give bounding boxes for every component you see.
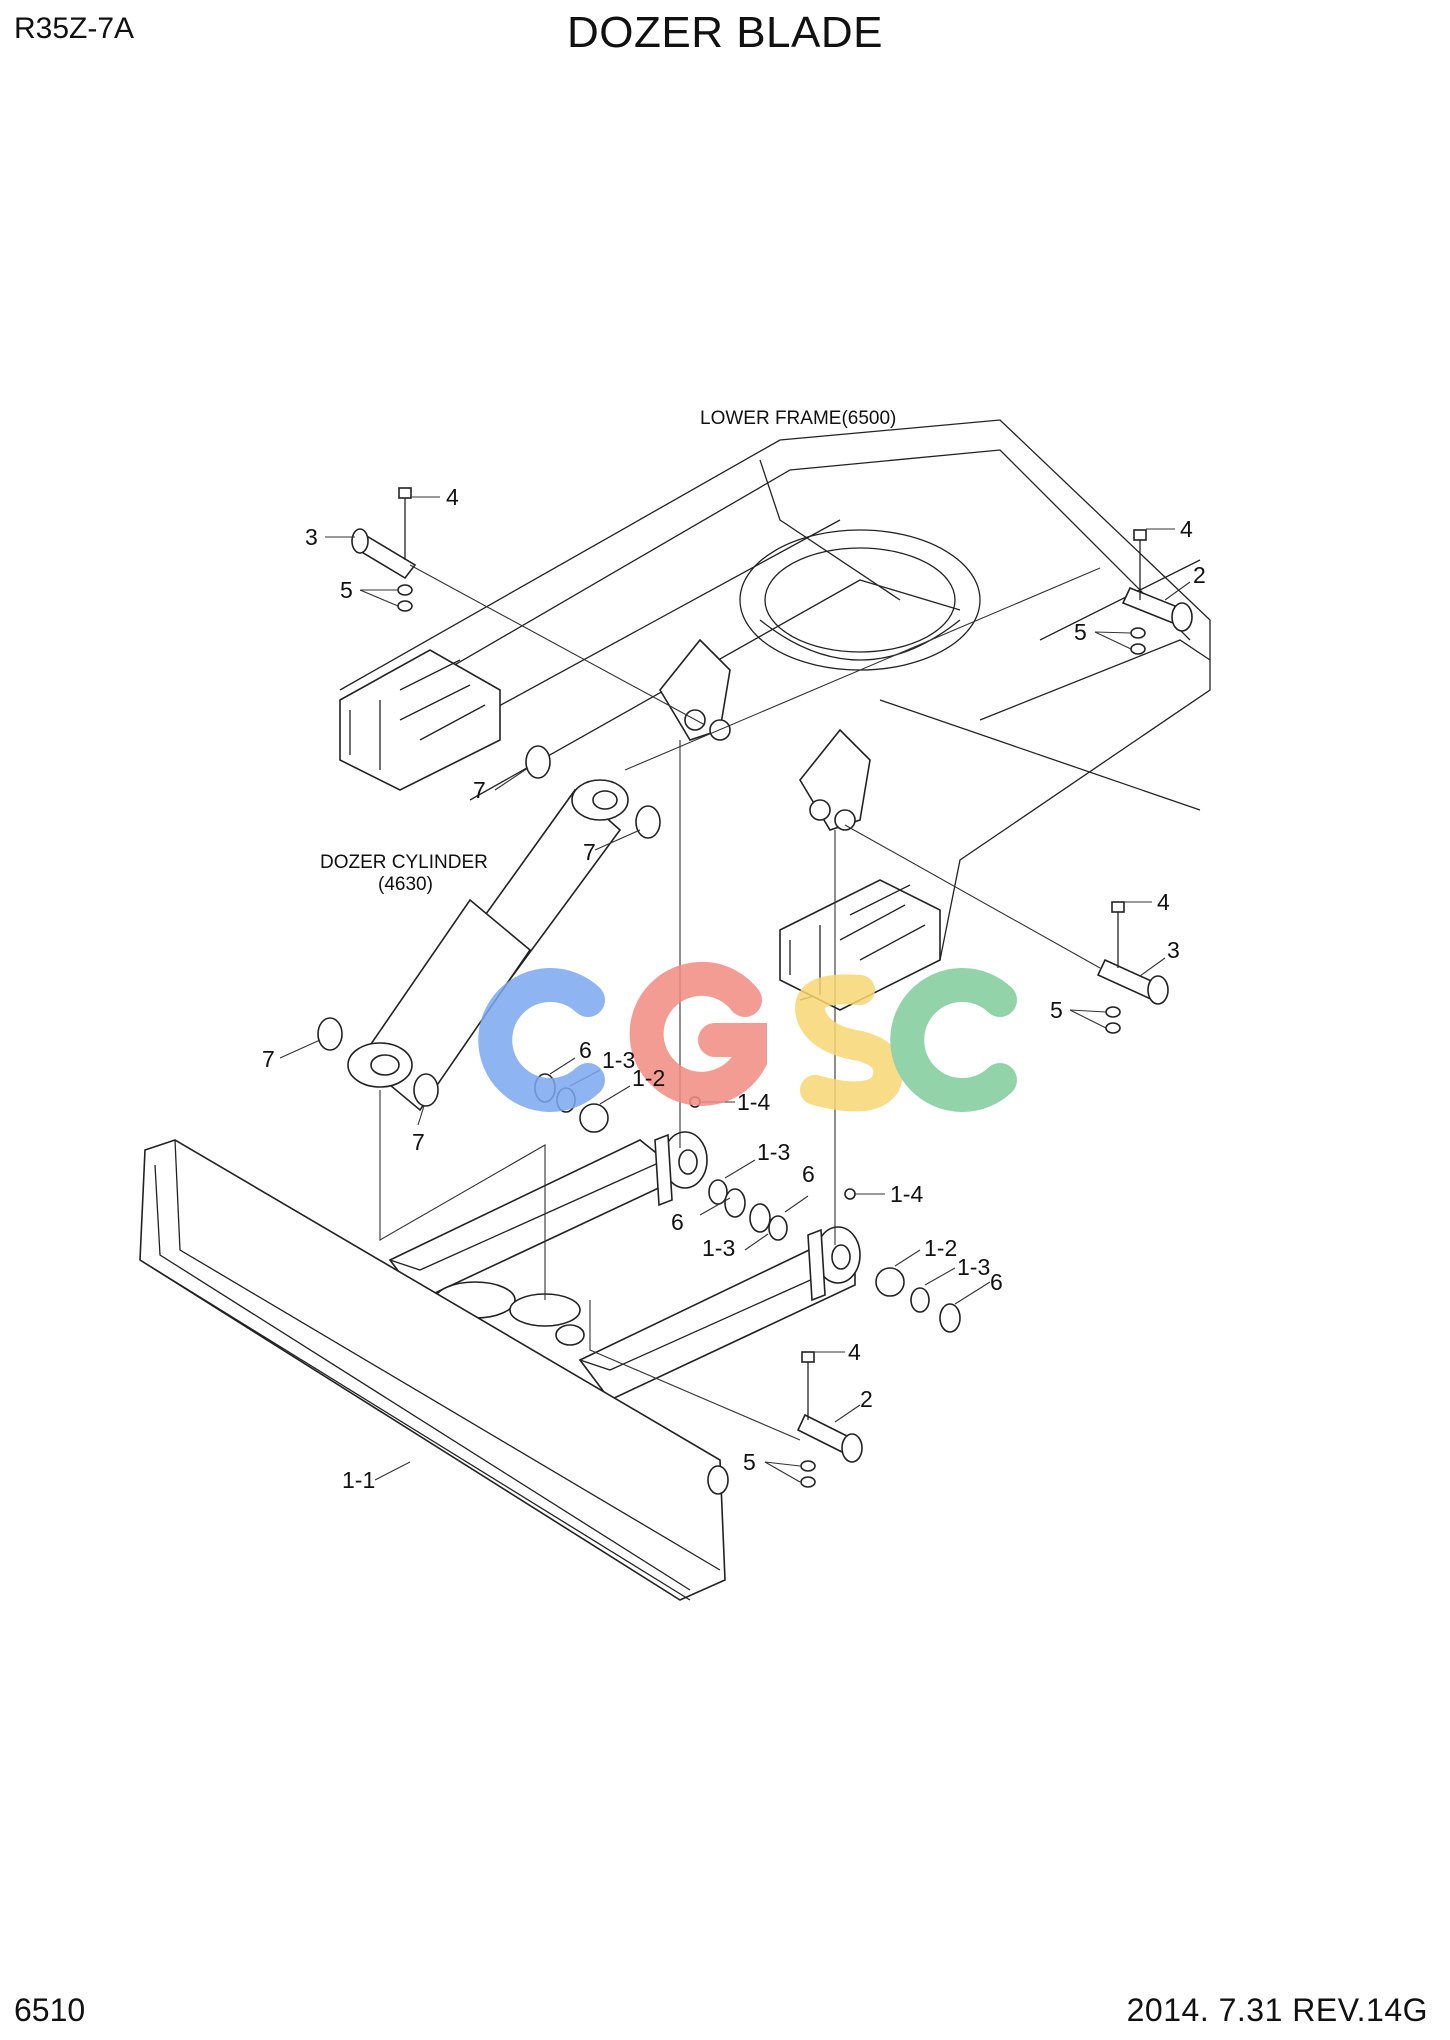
part-label: 5 [340, 577, 353, 603]
part-label: 4 [1180, 516, 1193, 542]
revision-date: 2014. 7.31 REV.14G [1126, 1992, 1428, 2028]
page-number: 6510 [14, 1992, 86, 2028]
dozer-cylinder-label: DOZER CYLINDER [320, 852, 488, 873]
part-label: 6 [671, 1209, 684, 1235]
part-label: 1-2 [924, 1235, 957, 1261]
dozer-cylinder-code: (4630) [378, 874, 433, 895]
part-label: 4 [1157, 889, 1170, 915]
part-label: 6 [802, 1161, 815, 1187]
part-label: 6 [579, 1037, 592, 1063]
part-label: 1-1 [342, 1467, 375, 1493]
part-label: 4 [446, 484, 459, 510]
part-label: 5 [1074, 619, 1087, 645]
dozer-cylinder-drawing [347, 779, 629, 1112]
lower-frame-drawing [339, 419, 1211, 1011]
part-label: 6 [990, 1269, 1003, 1295]
part-label: 1-4 [737, 1089, 770, 1115]
part-label: 1-3 [757, 1139, 790, 1165]
part-label: 5 [1050, 997, 1063, 1023]
watermark-logo [478, 961, 1017, 1112]
part-label: 7 [583, 839, 596, 865]
page-title: DOZER BLADE [566, 8, 883, 57]
part-label: 2 [1193, 562, 1206, 588]
part-label: 5 [743, 1449, 756, 1475]
part-label: 7 [412, 1129, 425, 1155]
part-label: 1-3 [602, 1047, 635, 1073]
part-label: 4 [848, 1339, 861, 1365]
part-label: 1-3 [702, 1235, 735, 1261]
part-label: 1-4 [890, 1181, 923, 1207]
dozer-blade-drawing [139, 1131, 861, 1601]
model-number: R35Z-7A [14, 12, 135, 45]
part-label: 3 [1167, 937, 1180, 963]
part-label: 7 [473, 777, 486, 803]
lower-frame-label: LOWER FRAME(6500) [700, 408, 896, 429]
part-label: 2 [860, 1386, 873, 1412]
part-label: 7 [262, 1046, 275, 1072]
part-labels: 4 3 5 4 2 5 7 7 7 7 4 3 5 6 1-3 1-2 1-4 … [262, 484, 1206, 1493]
part-label: 1-3 [957, 1254, 990, 1280]
part-label: 1-2 [632, 1065, 665, 1091]
part-label: 3 [305, 524, 318, 550]
